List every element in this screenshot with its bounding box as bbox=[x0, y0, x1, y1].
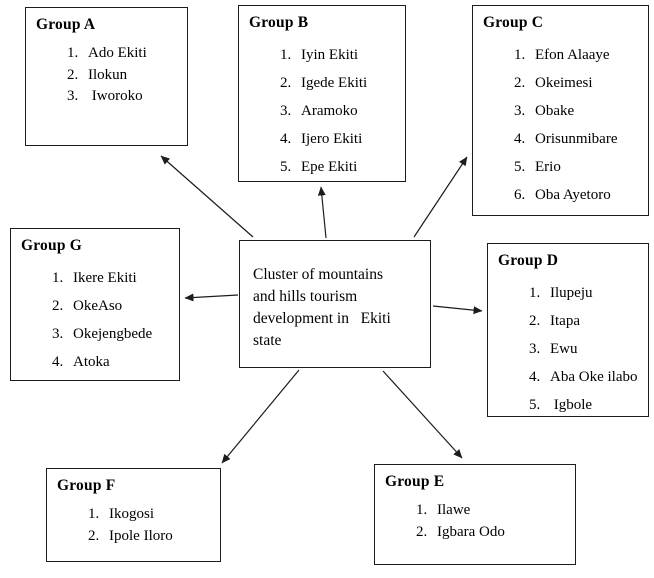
list-item: Ikere Ekiti bbox=[67, 264, 179, 292]
list-item: Aba Oke ilabo bbox=[544, 363, 648, 391]
list-item: Okejengbede bbox=[67, 320, 179, 348]
group-e-title: Group E bbox=[385, 473, 445, 490]
list-item: OkeAso bbox=[67, 292, 179, 320]
group-b-title: Group B bbox=[249, 14, 309, 31]
arrow-center-to-group-g bbox=[184, 293, 239, 302]
list-item: Atoka bbox=[67, 348, 179, 376]
group-g-list: Ikere EkitiOkeAsoOkejengbedeAtoka bbox=[11, 264, 179, 376]
group-g-box: Group G Ikere EkitiOkeAsoOkejengbedeAtok… bbox=[10, 228, 180, 381]
group-g-title: Group G bbox=[21, 237, 82, 254]
list-item: Orisunmibare bbox=[529, 125, 648, 153]
list-item: Oba Ayetoro bbox=[529, 181, 648, 209]
list-item: Ado Ekiti bbox=[82, 43, 187, 65]
group-c-box: Group C Efon AlaayeOkeimesiObakeOrisunmi… bbox=[472, 5, 649, 216]
group-b-list: Iyin EkitiIgede EkitiAramokoIjero EkitiE… bbox=[239, 41, 405, 181]
arrow-center-to-group-c bbox=[413, 156, 468, 238]
list-item: Ilokun bbox=[82, 65, 187, 87]
group-f-title: Group F bbox=[57, 477, 116, 494]
group-f-list: IkogosiIpole Iloro bbox=[47, 504, 220, 547]
list-item: Aramoko bbox=[295, 97, 405, 125]
center-concept-box: Cluster of mountains and hills tourism d… bbox=[239, 240, 431, 368]
list-item: Ilupeju bbox=[544, 279, 648, 307]
group-f-box: Group F IkogosiIpole Iloro bbox=[46, 468, 221, 562]
list-item: Epe Ekiti bbox=[295, 153, 405, 181]
group-a-title: Group A bbox=[36, 16, 96, 33]
arrow-center-to-group-b bbox=[317, 186, 327, 239]
center-concept-text: Cluster of mountains and hills tourism d… bbox=[253, 266, 391, 349]
group-d-title: Group D bbox=[498, 252, 559, 269]
group-e-box: Group E IlaweIgbara Odo bbox=[374, 464, 576, 565]
list-item: Itapa bbox=[544, 307, 648, 335]
group-d-box: Group D IlupejuItapaEwuAba Oke ilabo Igb… bbox=[487, 243, 649, 417]
list-item: Iworoko bbox=[82, 86, 187, 108]
list-item: Ilawe bbox=[431, 500, 575, 522]
list-item: Iyin Ekiti bbox=[295, 41, 405, 69]
list-item: Ipole Iloro bbox=[103, 526, 220, 548]
group-d-list: IlupejuItapaEwuAba Oke ilabo Igbole bbox=[488, 279, 648, 419]
list-item: Igbole bbox=[544, 391, 648, 419]
group-c-list: Efon AlaayeOkeimesiObakeOrisunmibareErio… bbox=[473, 41, 648, 209]
arrow-center-to-group-f bbox=[221, 369, 300, 464]
list-item: Ijero Ekiti bbox=[295, 125, 405, 153]
list-item: Ewu bbox=[544, 335, 648, 363]
group-a-box: Group A Ado EkitiIlokun Iworoko bbox=[25, 7, 188, 146]
group-a-list: Ado EkitiIlokun Iworoko bbox=[26, 43, 187, 108]
arrow-center-to-group-e bbox=[382, 370, 463, 459]
list-item: Erio bbox=[529, 153, 648, 181]
group-b-box: Group B Iyin EkitiIgede EkitiAramokoIjer… bbox=[238, 5, 406, 182]
group-c-title: Group C bbox=[483, 14, 544, 31]
list-item: Igbara Odo bbox=[431, 522, 575, 544]
list-item: Obake bbox=[529, 97, 648, 125]
list-item: Ikogosi bbox=[103, 504, 220, 526]
arrow-center-to-group-d bbox=[432, 305, 483, 315]
list-item: Efon Alaaye bbox=[529, 41, 648, 69]
group-e-list: IlaweIgbara Odo bbox=[375, 500, 575, 543]
list-item: Okeimesi bbox=[529, 69, 648, 97]
list-item: Igede Ekiti bbox=[295, 69, 405, 97]
